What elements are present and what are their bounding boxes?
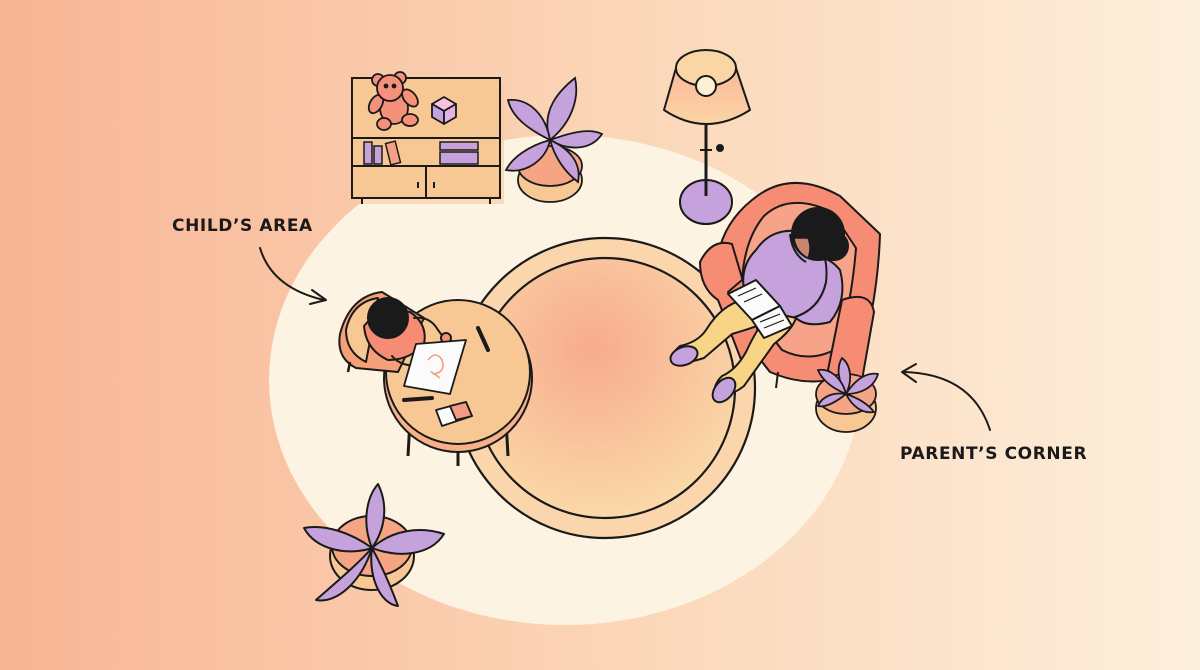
small-potted-plant-icon	[815, 357, 879, 433]
large-potted-plant-icon	[303, 483, 445, 607]
potted-plant-icon	[504, 76, 604, 203]
parent-corner-label: PARENT’S CORNER	[900, 444, 1088, 464]
child-area-arrow-icon	[259, 247, 325, 301]
teddy-bear-icon	[367, 71, 419, 131]
round-rug	[453, 236, 757, 540]
child-area-label: CHILD’S AREA	[172, 216, 313, 236]
toy-block-icon	[431, 96, 457, 125]
drawing-paper-icon	[403, 339, 467, 395]
parent-figure	[669, 229, 844, 404]
parent-corner-arrow-icon	[903, 371, 991, 431]
pencil-icon	[402, 326, 490, 402]
floor-lamp-icon	[663, 49, 751, 225]
eraser-icon	[435, 401, 473, 427]
parent-corner-arrowhead-icon	[901, 363, 917, 383]
child-area-arrowhead-icon	[309, 289, 327, 305]
open-book-icon	[727, 279, 793, 339]
parent-head	[789, 207, 849, 263]
